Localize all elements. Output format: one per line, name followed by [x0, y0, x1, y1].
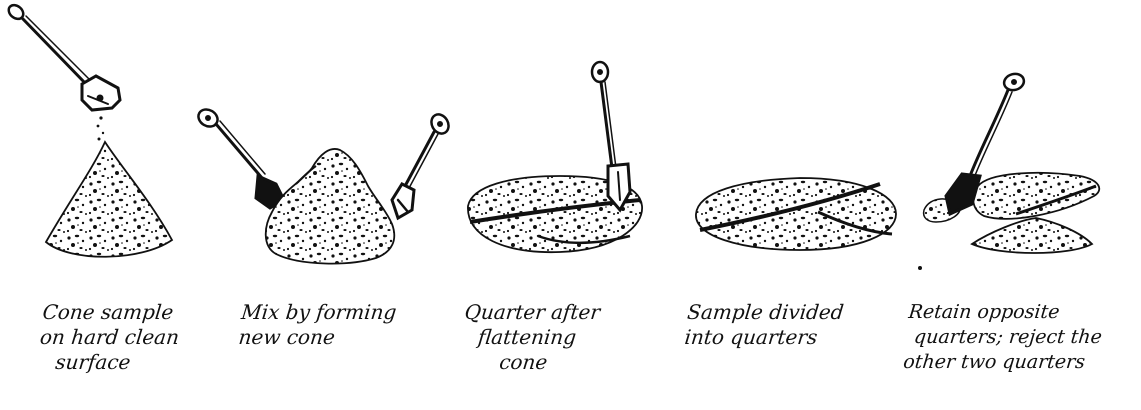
caption-mix-new-cone: Mix by forming new cone — [237, 300, 397, 350]
shovel-icon — [195, 106, 284, 208]
caption-line: surface — [36, 350, 178, 375]
sample-cone — [46, 142, 172, 257]
caption-cone-sample: Cone sample on hard clean surface — [36, 300, 183, 375]
step-divided-quarters — [696, 178, 896, 250]
caption-line: cone — [458, 350, 596, 375]
falling-material — [97, 116, 105, 140]
caption-line: on hard clean — [39, 325, 181, 350]
caption-line: Cone sample — [41, 300, 183, 325]
caption-line: Retain opposite — [907, 300, 1105, 325]
retained-quarter — [972, 218, 1092, 253]
caption-line: flattening — [461, 325, 599, 350]
caption-divided-quarters: Sample divided into quarters — [683, 300, 845, 350]
caption-line: Sample divided — [686, 300, 845, 325]
caption-line: Mix by forming — [240, 300, 398, 325]
retained-quarter — [973, 173, 1099, 219]
step-quarter-flattened — [468, 62, 642, 252]
step-mix-new-cone — [195, 106, 452, 264]
caption-quarter-flattened: Quarter after flattening cone — [458, 300, 601, 375]
caption-line: other two quarters — [902, 350, 1100, 375]
mixing-pile — [266, 149, 395, 264]
shovel-icon — [392, 111, 452, 218]
shovel-icon — [6, 2, 120, 110]
caption-line: quarters; reject the — [905, 325, 1103, 350]
caption-line: Quarter after — [463, 300, 601, 325]
caption-retain-opposite: Retain opposite quarters; reject the oth… — [902, 300, 1106, 375]
step-cone-sample — [6, 2, 172, 256]
step-retain-opposite — [918, 72, 1099, 270]
caption-line: into quarters — [683, 325, 842, 350]
caption-line: new cone — [237, 325, 395, 350]
